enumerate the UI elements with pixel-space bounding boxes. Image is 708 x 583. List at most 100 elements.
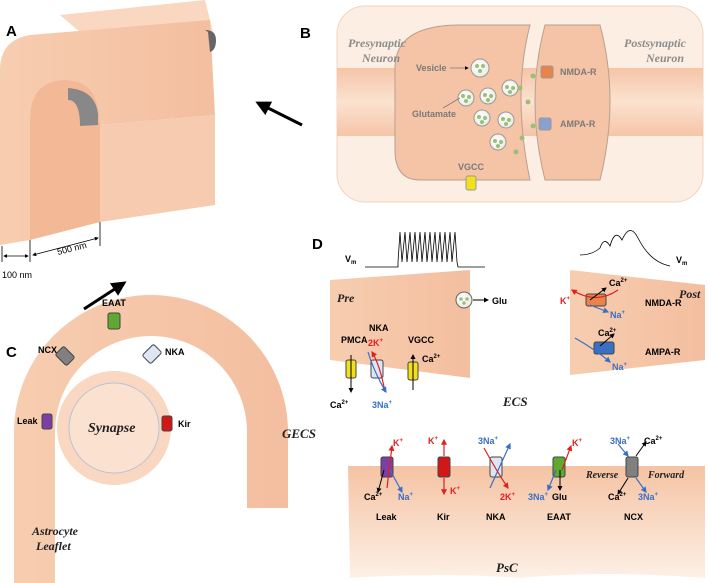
nka-c-label: NKA <box>165 347 185 357</box>
leak-ca-label: Ca2+ <box>364 492 383 502</box>
dim-500-label: 500 nm <box>56 240 88 257</box>
vesicle-label: Vesicle <box>416 63 447 73</box>
ampa-na-label: Na+ <box>612 362 628 372</box>
astrocyte-label-1: Astrocyte <box>31 524 79 538</box>
nmda-na-label: Na+ <box>610 310 626 320</box>
ecs-label: ECS <box>502 394 528 409</box>
kir-k-bottom-label: K+ <box>450 486 461 496</box>
leak-na-arrow <box>389 469 403 494</box>
leak-c-icon <box>41 413 53 430</box>
panel-a: A 500 nm 100 nm <box>0 0 216 280</box>
vgcc-b-channel <box>465 175 477 191</box>
post-terminal <box>570 270 705 375</box>
pre-terminal <box>330 270 470 378</box>
ncx-na-up-arrow <box>617 443 629 457</box>
ampa-ca-arrow <box>599 333 615 347</box>
psc-membrane <box>348 466 705 578</box>
synapse-label: Synapse <box>88 421 135 436</box>
vesicle <box>489 133 507 151</box>
eaat-d-label: EAAT <box>547 512 571 522</box>
nmda-k-label: K+ <box>560 296 571 306</box>
ncx-c-icon <box>55 346 75 366</box>
sheet-end-cap <box>205 30 216 52</box>
eaat-glu-label: Glu <box>552 492 567 502</box>
leak-ca-arrow <box>376 469 385 493</box>
sheet-hole-shadow <box>68 88 98 126</box>
nmda-k-arrow <box>570 289 619 299</box>
pmca-label: PMCA <box>341 335 368 345</box>
ampa-b-channel <box>538 117 552 131</box>
panel-b: B Presynaptic Neuron Postsynaptic Neuron <box>300 5 704 203</box>
nka-na-arrow <box>489 442 511 489</box>
vgcc-pre-label: VGCC <box>408 335 435 345</box>
ampa-ca-label: Ca2+ <box>598 328 617 338</box>
sheet-curl <box>0 20 215 245</box>
ncx-c-label: NCX <box>38 345 57 355</box>
glutamate-pointer <box>442 97 461 109</box>
postsynaptic-label-1: Postsynaptic <box>624 36 687 50</box>
ncx-ca-up-arrow <box>635 441 647 457</box>
eaat-d-channel <box>552 456 566 478</box>
ncx-na-down-arrow <box>635 477 647 493</box>
ncx-d-label: NCX <box>624 512 643 522</box>
nmda-b-label: NMDA-R <box>560 67 597 77</box>
vesicles <box>457 58 519 151</box>
vgcc-ca-label: Ca2+ <box>422 354 441 364</box>
ncx-na-top-label: 3Na+ <box>610 436 631 446</box>
kir-k-top-label: K+ <box>428 436 439 446</box>
glu-vesicle <box>455 291 473 309</box>
nka-pre-label: NKA <box>369 323 389 333</box>
eaat-c-icon <box>107 312 121 330</box>
nka-pre-k-label: 2K+ <box>368 338 384 348</box>
presynaptic-label-1: Presynaptic <box>348 36 407 50</box>
kir-c-label: Kir <box>178 419 191 429</box>
vesicle <box>457 89 475 107</box>
leak-d-label: Leak <box>376 512 398 522</box>
leak-c-label: Leak <box>17 416 39 426</box>
arrow-to-c <box>83 281 127 311</box>
nmda-na-arrow <box>589 304 610 314</box>
sheet-side-face <box>100 115 215 222</box>
ncx-ca-bottom-label: Ca2+ <box>608 492 627 502</box>
ncx-d-channel <box>625 456 639 478</box>
astrocyte-leaflet-shape <box>14 295 288 583</box>
vesicle <box>470 58 490 78</box>
eaat-k-label: K+ <box>572 438 583 448</box>
postsynaptic-label-2: Neuron <box>645 51 684 65</box>
nmda-label: NMDA-R <box>645 298 682 308</box>
vm-trace-post <box>579 230 671 267</box>
panel-c-label: C <box>6 344 17 361</box>
arrow-to-a <box>255 101 303 127</box>
panel-d: D Vm Vm Pre Post Glu PMCA Ca2+ NKA 2K+ 3… <box>282 230 705 578</box>
eaat-na-label: 3Na+ <box>528 492 549 502</box>
nka-d-na-label: 3Na+ <box>478 436 499 446</box>
eaat-k-arrow <box>561 444 573 471</box>
kir-d-channel <box>437 456 451 478</box>
nmda-b-channel <box>540 65 554 79</box>
nka-pre-na-label: 3Na+ <box>372 400 393 410</box>
leak-na-label: Na+ <box>398 492 414 502</box>
cleft-glutamate <box>513 73 536 155</box>
eaat-na-arrow <box>546 469 557 492</box>
gecs-label: GECS <box>282 426 316 441</box>
leak-k-arrow <box>386 444 395 489</box>
panel-c: C Synapse Astrocyte Leaflet EAAT NCX NKA… <box>6 295 288 583</box>
nka-c-icon <box>142 344 162 364</box>
postsynaptic-terminal <box>534 24 611 181</box>
vm-right-label: Vm <box>676 255 687 267</box>
leak-k-label: K+ <box>393 438 404 448</box>
presynaptic-label-2: Neuron <box>361 51 400 65</box>
pmca-ca-label: Ca2+ <box>330 400 349 410</box>
nka-d-k-label: 2K+ <box>500 492 516 502</box>
eaat-c-label: EAAT <box>102 298 126 308</box>
nka-d-channel <box>489 456 503 478</box>
nka-pre-na-arrow <box>367 351 387 394</box>
nmda-ca-label: Ca2+ <box>609 278 628 288</box>
nka-k-arrow <box>483 447 509 489</box>
vesicle <box>479 87 497 105</box>
ampa-label: AMPA-R <box>645 347 681 357</box>
vm-trace-pre <box>365 231 485 268</box>
panel-b-label: B <box>300 25 311 42</box>
post-label: Post <box>679 287 701 301</box>
